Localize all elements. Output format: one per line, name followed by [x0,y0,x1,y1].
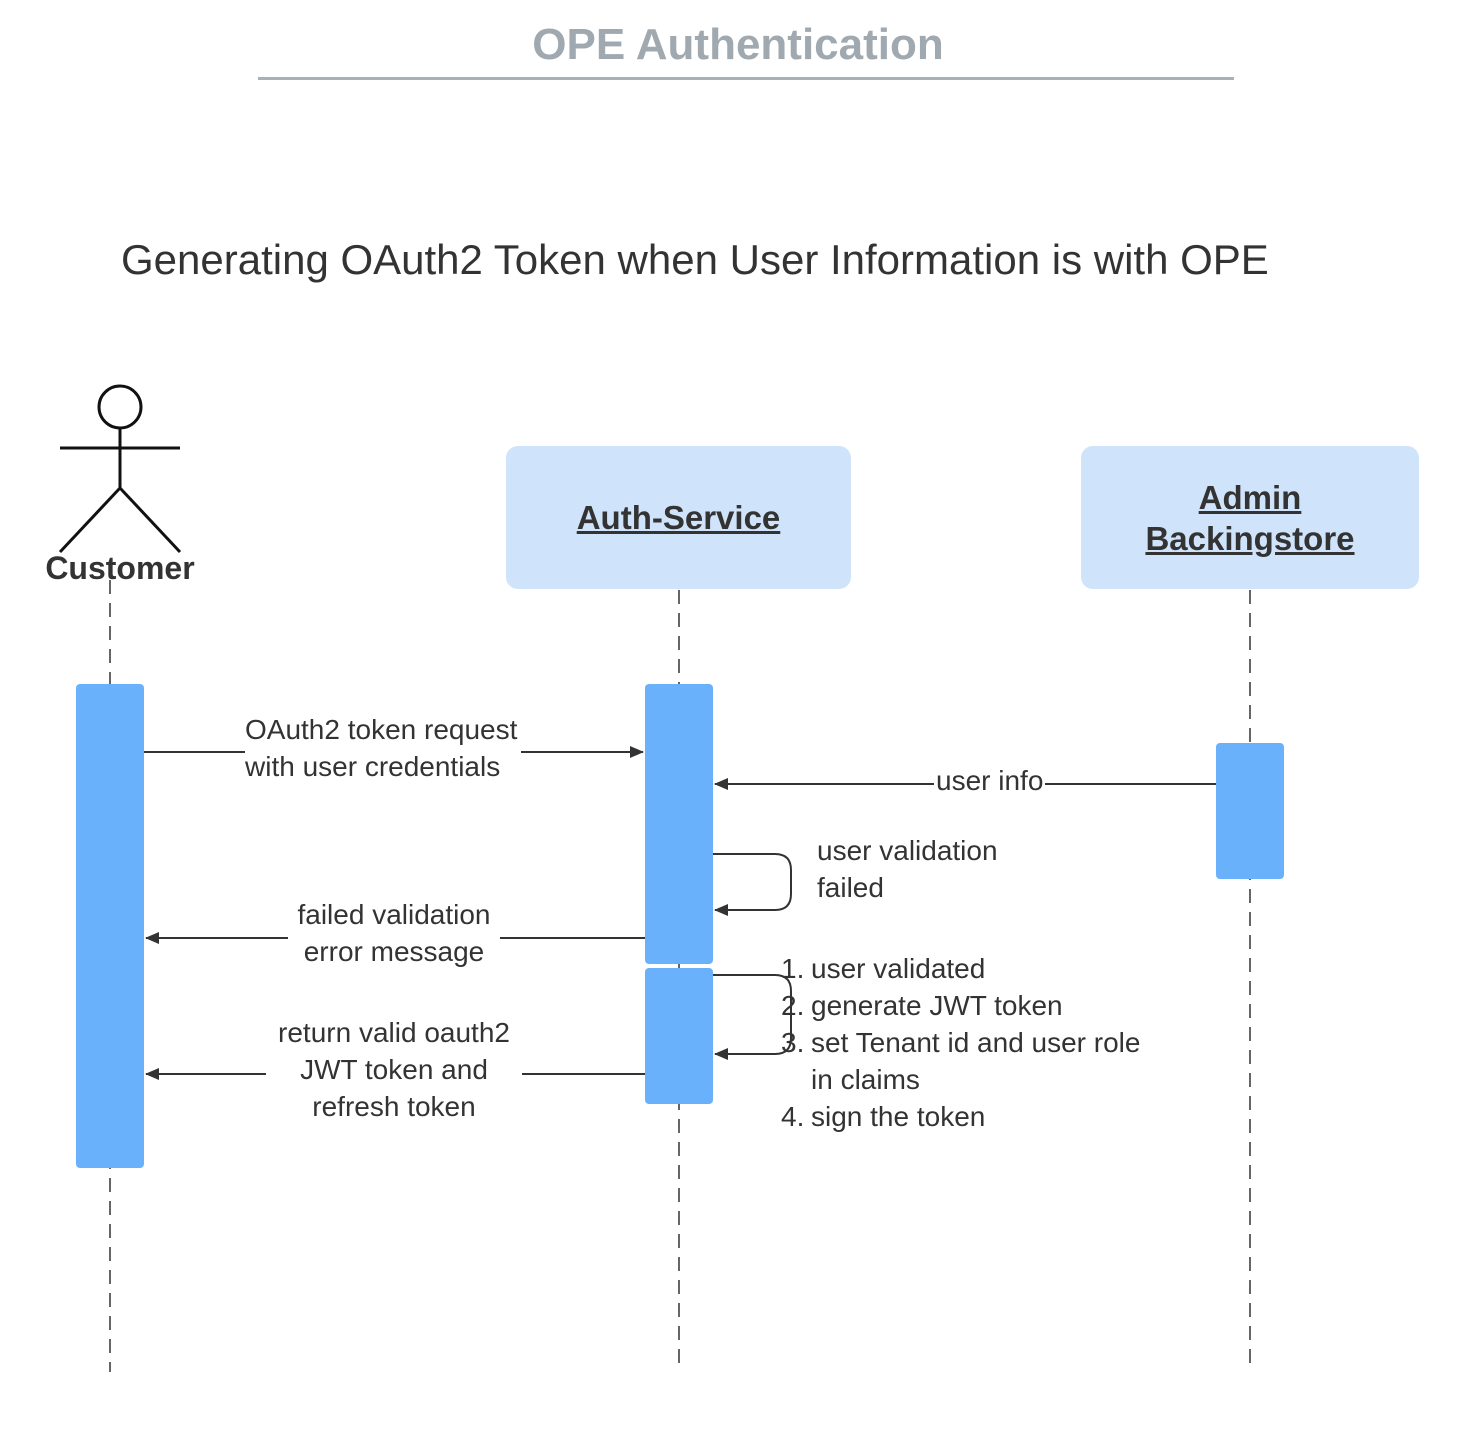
activation-admin [1216,743,1284,879]
arrow-self-validated [713,974,792,1060]
activation-auth-2 [645,968,713,1104]
step-item: 3.set Tenant id and user role [781,1027,1141,1058]
message-line: failed validation [297,899,491,930]
step-item: 4.sign the token [781,1101,986,1132]
actor-label-customer: Customer [45,550,195,586]
message-token-request: OAuth2 token request with user credentia… [245,711,522,785]
message-line: failed [817,872,884,903]
participant-label: Auth-Service [576,499,781,536]
message-line: refresh token [312,1091,476,1122]
participant-label-line1: Admin [1198,478,1302,516]
message-line: OAuth2 token request [245,714,518,745]
step-item: 1.user validated [781,953,986,984]
activation-auth-1 [645,684,713,964]
message-line: JWT token and [300,1054,488,1085]
message-line: return valid oauth2 [278,1017,510,1048]
diagram-subtitle: Generating OAuth2 Token when User Inform… [121,236,1269,283]
participant-label-line2: Backingstore [1145,519,1355,557]
message-line: error message [303,936,485,967]
step-item: in claims [811,1064,920,1095]
activation-customer [76,684,144,1168]
participant-auth-service: Auth-Service [506,446,851,589]
participant-admin-backingstore: Admin Backingstore [1081,446,1419,589]
message-user-info: user info [934,762,1046,799]
page-title: OPE Authentication [532,20,944,69]
stick-figure-icon [58,384,182,554]
message-user-validation-failed: user validation failed [817,832,998,906]
message-valid-token-response: return valid oauth2 JWT token and refres… [266,1014,522,1125]
message-line: with user credentials [245,751,501,782]
message-line: user validation [817,835,998,866]
step-item: 2.generate JWT token [781,990,1063,1021]
title-divider [258,77,1234,80]
arrow-self-validation-failed [713,853,792,916]
message-validated-steps: 1.user validated 2.generate JWT token 3.… [781,950,1140,1135]
message-failed-validation: failed validation error message [288,896,500,970]
